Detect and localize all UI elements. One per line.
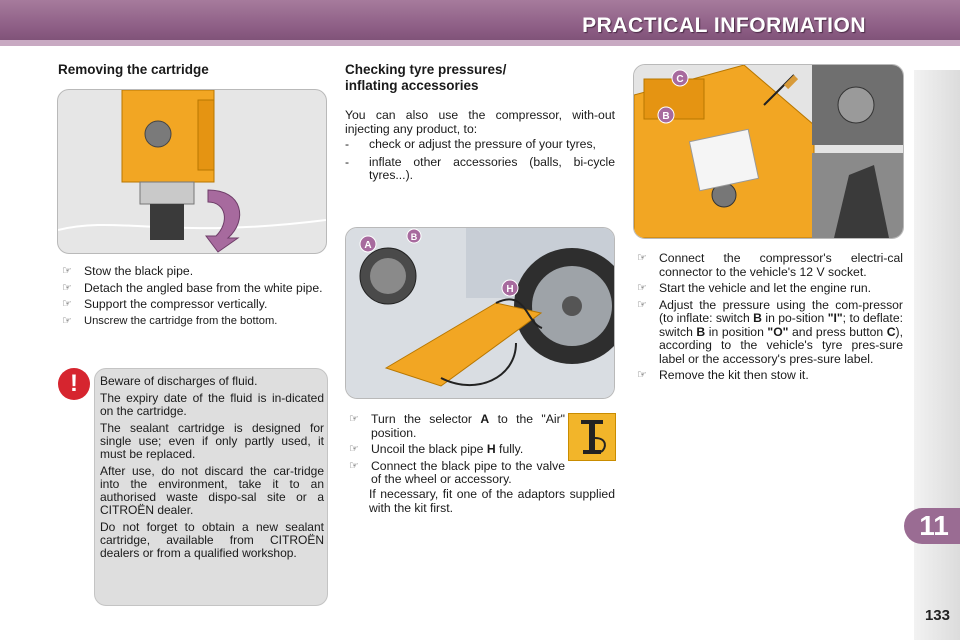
pointing-hand-icon: ☞: [637, 282, 647, 294]
page-header: [0, 0, 960, 44]
intro-text: You can also use the compressor, with-ou…: [345, 108, 615, 136]
pointing-hand-icon: ☞: [62, 314, 72, 327]
warning-paragraph: The expiry date of the fluid is in-dicat…: [100, 391, 324, 418]
inflate-step: ☞Connect the black pipe to the valve of …: [349, 458, 565, 486]
chapter-strip: [914, 70, 960, 640]
pressure-step: ☞Start the vehicle and let the engine ru…: [637, 281, 872, 295]
warning-text: Beware of discharges of fluid. The expir…: [100, 375, 324, 564]
section-title-checking-pressures: Checking tyre pressures/ inflating acces…: [345, 62, 507, 93]
section-title-removing-cartridge: Removing the cartridge: [58, 62, 209, 77]
pressure-step: ☞Connect the compressor's electri-cal co…: [637, 251, 903, 279]
tyre-pump-glyph: [581, 420, 606, 454]
chapter-tab: 11: [904, 508, 960, 544]
warning-paragraph: After use, do not discard the car-tridge…: [100, 464, 324, 517]
label-b-switch: B: [662, 111, 669, 122]
label-a: A: [364, 240, 371, 251]
label-h: H: [506, 284, 513, 295]
compressor-wheel-illustration: A B H: [345, 227, 615, 399]
warning-box: [94, 368, 328, 606]
removing-step: ☞Stow the black pipe.: [62, 264, 194, 278]
pointing-hand-icon: ☞: [349, 459, 359, 472]
warning-paragraph: Do not forget to obtain a new sealant ca…: [100, 520, 324, 560]
cartridge-drawing: [58, 90, 326, 253]
removing-step: ☞Support the compressor vertically.: [62, 297, 268, 311]
use-item: -check or adjust the pressure of your ty…: [345, 137, 596, 151]
pressure-steps-list: ☞Connect the compressor's electri-cal co…: [633, 251, 903, 386]
compressor-wheel-drawing: A B H: [346, 228, 614, 398]
pointing-hand-icon: ☞: [637, 298, 647, 311]
pointing-hand-icon: ☞: [62, 298, 72, 310]
pointing-hand-icon: ☞: [349, 413, 359, 425]
label-c: C: [676, 74, 683, 85]
compressor-socket-drawing: C B: [634, 65, 903, 238]
pressure-step: ☞Adjust the pressure using the com-press…: [637, 297, 903, 366]
cartridge-illustration: [57, 89, 327, 254]
removing-steps-list: ☞Stow the black pipe. ☞Detach the angled…: [58, 264, 326, 331]
warning-paragraph: Beware of discharges of fluid.: [100, 374, 258, 388]
pointing-hand-icon: ☞: [349, 443, 359, 455]
inflate-steps-list: ☞Turn the selector A to the "Air" positi…: [345, 412, 565, 490]
inflate-step: ☞Uncoil the black pipe H fully.: [349, 442, 524, 456]
pointing-hand-icon: ☞: [62, 265, 72, 277]
pointing-hand-icon: ☞: [637, 252, 647, 264]
tyre-pump-icon: [568, 413, 616, 461]
label-b: B: [411, 232, 418, 242]
warning-icon: !: [58, 368, 90, 400]
adaptor-note: If necessary, fit one of the adaptors su…: [369, 487, 615, 515]
removing-step: ☞Detach the angled base from the white p…: [62, 280, 323, 295]
compressor-socket-illustration: C B: [633, 64, 904, 239]
uses-list: -check or adjust the pressure of your ty…: [345, 137, 615, 187]
pointing-hand-icon: ☞: [637, 369, 647, 381]
removing-step: ☞Unscrew the cartridge from the bottom.: [62, 314, 278, 327]
pressure-step: ☞Remove the kit then stow it.: [637, 368, 809, 382]
inflate-step: ☞Turn the selector A to the "Air" positi…: [349, 412, 565, 440]
warning-paragraph: The sealant cartridge is designed for si…: [100, 421, 324, 461]
use-item: -inflate other accessories (balls, bi-cy…: [345, 154, 615, 182]
page-number: 133: [924, 607, 950, 624]
page-title: PRACTICAL INFORMATION: [582, 14, 866, 37]
pointing-hand-icon: ☞: [62, 281, 72, 294]
header-band: [0, 40, 960, 46]
